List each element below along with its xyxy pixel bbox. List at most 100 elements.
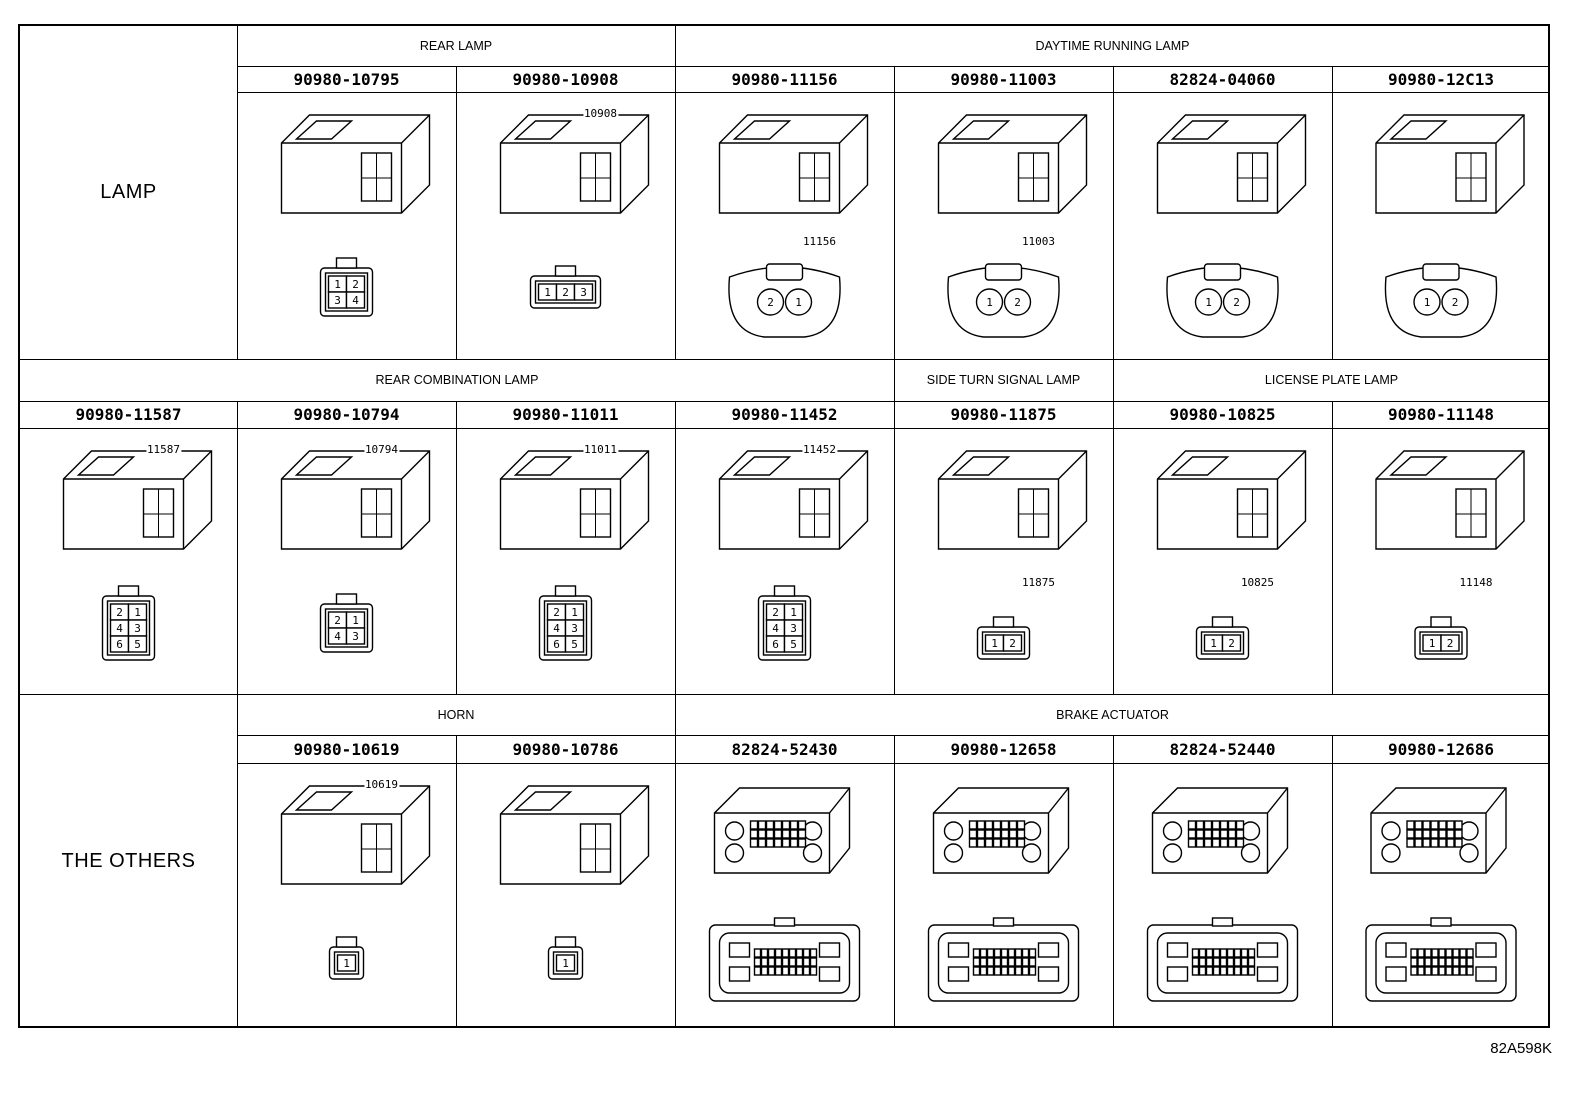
grid-line: [237, 735, 1550, 736]
pin-number: 2: [1014, 296, 1021, 309]
pin-number: 1: [134, 606, 141, 619]
grid-line: [1113, 735, 1114, 1028]
category-label-the-others: THE OTHERS: [61, 849, 196, 872]
pin-number: 2: [772, 606, 779, 619]
group-header-rear-combination-lamp: REAR COMBINATION LAMP: [375, 373, 539, 387]
pin-number: 2: [352, 278, 359, 291]
pin-number: 1: [1210, 637, 1217, 650]
part-number: 90980-11587: [75, 405, 182, 424]
connector-svg: [927, 787, 1080, 1002]
grid-line: [894, 359, 895, 694]
part-number: 82824-52430: [731, 739, 838, 759]
part-number: 90980-10786: [512, 739, 619, 759]
group-header-horn: HORN: [437, 707, 475, 722]
pin-number: 1: [1429, 637, 1436, 650]
connector-svg: 1: [280, 785, 431, 980]
grid-line: [675, 401, 676, 694]
group-header-brake-actuator: BRAKE ACTUATOR: [1056, 707, 1169, 722]
connector-drawing-82824-52440: [1113, 763, 1332, 1028]
connector-drawing-90980-12658: [894, 763, 1113, 1028]
grid-line: [1332, 401, 1333, 694]
grid-line: [1113, 66, 1114, 359]
pin-number: 6: [772, 638, 779, 651]
grid-line: [456, 735, 457, 1028]
grid-line: [237, 694, 238, 1028]
part-number: 90980-10795: [293, 69, 400, 89]
part-number: 90980-12C13: [1388, 69, 1494, 89]
part-number: 82824-04060: [1169, 69, 1276, 89]
grid-line: [237, 763, 1550, 764]
pin-number: 1: [544, 286, 551, 299]
part-number: 90980-10619: [293, 739, 400, 759]
connector-chart: LAMP THE OTHERS REAR LAMP DAYTIME RUNNIN…: [18, 24, 1550, 1028]
pin-number: 1: [562, 957, 569, 970]
grid-line: [237, 26, 238, 359]
connector-id-label: 11003: [1020, 235, 1057, 248]
grid-line: [675, 26, 676, 359]
connector-id-label: 11148: [1458, 576, 1494, 589]
pin-number: 2: [116, 606, 123, 619]
grid-line: [456, 401, 457, 694]
pin-number: 2: [334, 614, 341, 627]
connector-id-label: 10908: [582, 107, 619, 120]
part-number: 90980-11875: [950, 405, 1057, 424]
pin-number: 4: [334, 630, 341, 643]
part-number: 90980-11452: [731, 405, 838, 424]
category-label-lamp: LAMP: [100, 181, 157, 203]
pin-number: 6: [116, 638, 123, 651]
group-header-side-turn-signal-lamp: SIDE TURN SIGNAL LAMP: [926, 373, 1081, 387]
pin-number: 2: [1447, 637, 1454, 650]
pin-number: 1: [790, 606, 797, 619]
pin-number: 4: [352, 294, 359, 307]
connector-id-label: 11875: [1020, 576, 1057, 589]
pin-number: 2: [562, 286, 569, 299]
pin-number: 1: [991, 637, 998, 650]
pin-number: 1: [1424, 296, 1431, 309]
connector-drawing-82824-52430: [675, 763, 894, 1028]
pin-number: 6: [553, 638, 560, 651]
part-number: 90980-11156: [731, 69, 838, 89]
connector-id-label: 11011: [582, 443, 619, 456]
connector-drawing-90980-12686: [1332, 763, 1550, 1028]
connector-svg: 1: [499, 785, 650, 980]
pin-number: 2: [1228, 637, 1235, 650]
connector-id-label: 11587: [145, 443, 182, 456]
pin-number: 1: [986, 296, 993, 309]
grid-line: [20, 401, 1550, 402]
connector-svg: [1146, 787, 1299, 1002]
connector-id-label: 10794: [363, 443, 400, 456]
pin-number: 3: [334, 294, 341, 307]
grid-line: [237, 92, 1550, 93]
connector-svg: [708, 787, 861, 1002]
pin-number: 2: [1233, 296, 1240, 309]
pin-number: 5: [571, 638, 578, 651]
grid-line: [237, 66, 1550, 67]
grid-line: [894, 66, 895, 359]
pin-number: 1: [352, 614, 359, 627]
grid-line: [456, 66, 457, 359]
grid-line: [894, 735, 895, 1028]
connector-id-label: 10825: [1239, 576, 1276, 589]
pin-number: 4: [772, 622, 779, 635]
pin-number: 3: [134, 622, 141, 635]
pin-number: 2: [1452, 296, 1459, 309]
part-number: 90980-11003: [950, 69, 1057, 89]
group-header-rear-lamp: REAR LAMP: [419, 39, 493, 53]
part-number: 82824-52440: [1169, 739, 1276, 759]
grid-line: [20, 694, 1550, 695]
